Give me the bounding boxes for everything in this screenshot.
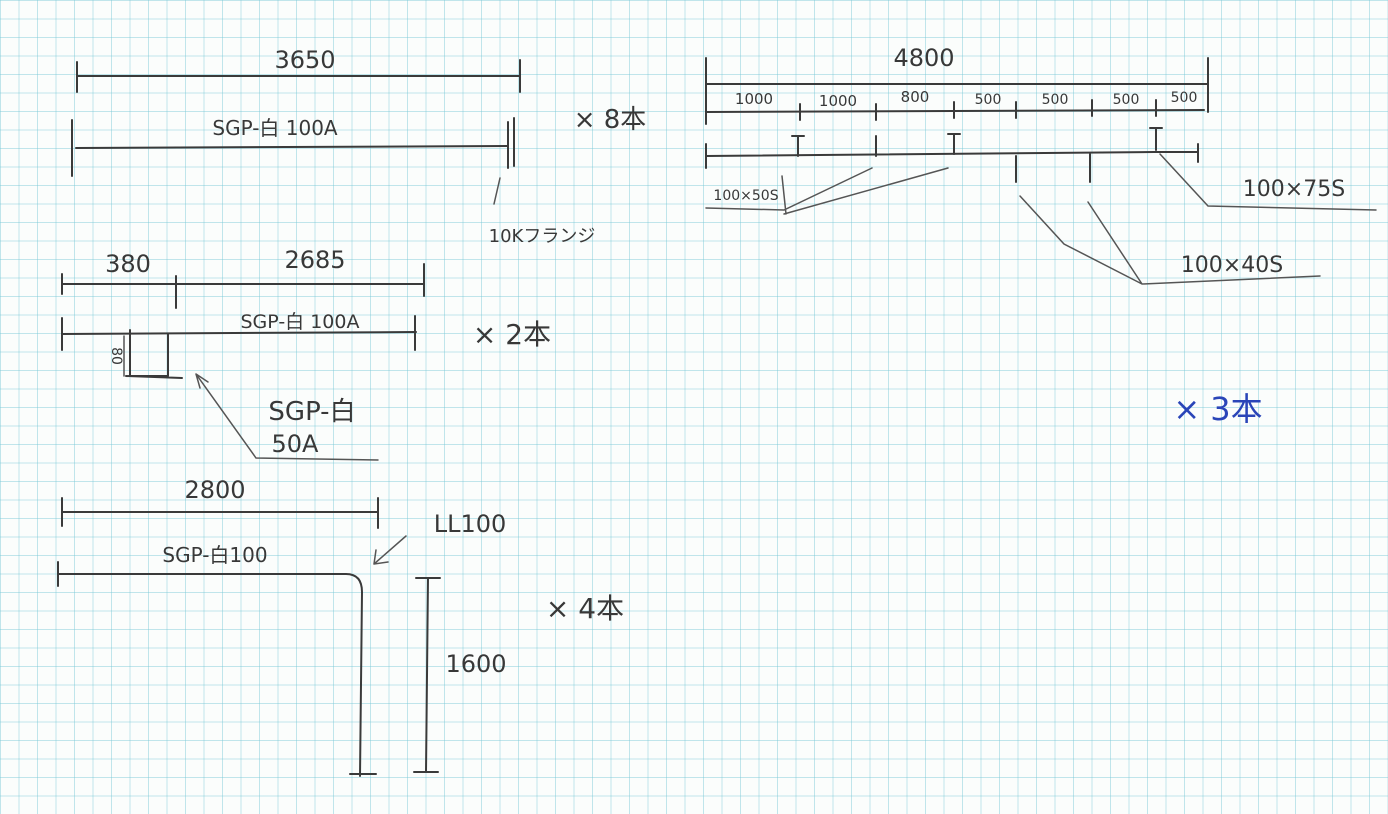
sketch-2-branch-pipe: 380 2685 SGP-白 100A × 2本 80 SGP-白 50A: [61, 246, 551, 461]
quantity-3: × 3本: [1173, 390, 1262, 428]
leader-100x40s: [1019, 195, 1321, 285]
segment-5: 500: [1042, 92, 1069, 108]
header-end-marks: [705, 143, 1199, 169]
segment-ticks: [799, 99, 1157, 121]
segment-1: 1000: [735, 90, 773, 108]
pipe-label: SGP-白 100A: [241, 311, 360, 333]
dimension-ticks: [61, 497, 379, 529]
branch-stubs-down: [1015, 153, 1091, 183]
dimension-1600: 1600: [445, 650, 506, 678]
dimension-ticks: [705, 57, 1209, 125]
pipe-line-with-elbow: [57, 573, 363, 777]
branch-100x40s: 100×40S: [1181, 253, 1283, 278]
dimension-2800: 2800: [184, 476, 245, 504]
branch-stub: [125, 329, 183, 379]
dimension-ticks: [61, 263, 425, 309]
pipe-label: SGP-白 100A: [212, 116, 338, 140]
segment-4: 500: [975, 92, 1002, 108]
pipe-line: [75, 145, 509, 149]
segment-2: 1000: [819, 92, 857, 110]
branch-label-2: 50A: [272, 430, 320, 458]
leader-100x75s: [1159, 153, 1377, 211]
quantity-8: × 8本: [574, 105, 647, 135]
pipe-line: [61, 331, 417, 335]
flange-label: 10Kフランジ: [489, 226, 596, 247]
flange-leader: [493, 177, 501, 205]
segment-6: 500: [1113, 92, 1140, 108]
dimension-line-1600: [413, 577, 441, 773]
sketch-3-elbow-pipe: 2800 SGP-白100 LL100 1600 × 4本: [57, 476, 624, 777]
dimension-3650: 3650: [274, 46, 335, 74]
branch-stubs-up: [791, 127, 1163, 157]
pipe-end-marks: [61, 315, 416, 351]
branch-label-1: SGP-白: [268, 397, 355, 427]
header-pipe-line: [705, 151, 1199, 157]
leader-100x50s: [705, 167, 949, 215]
quantity-4: × 4本: [546, 592, 624, 625]
branch-100x50s: 100×50S: [713, 188, 778, 204]
branch-height: 80: [108, 347, 124, 365]
sketch-4-header-pipe: 4800 1000 1000 800 500 500 500 500 100×5…: [705, 44, 1377, 428]
branch-leader: [195, 373, 379, 461]
dimension-4800: 4800: [893, 44, 954, 72]
elbow-label: LL100: [434, 510, 507, 538]
segment-7: 500: [1171, 90, 1198, 106]
dimension-380: 380: [105, 250, 151, 278]
segment-3: 800: [901, 88, 930, 106]
quantity-2: × 2本: [473, 318, 551, 351]
flange-marks: [71, 117, 515, 177]
dimension-2685: 2685: [284, 246, 345, 274]
dimension-ticks: [76, 59, 521, 93]
sketch-1-straight-pipe: 3650 SGP-白 100A × 8本 10Kフランジ: [71, 46, 647, 247]
branch-100x75s: 100×75S: [1243, 177, 1345, 202]
pipe-end-marks: [57, 561, 377, 775]
elbow-leader: [373, 535, 407, 565]
pipe-label: SGP-白100: [162, 543, 267, 567]
